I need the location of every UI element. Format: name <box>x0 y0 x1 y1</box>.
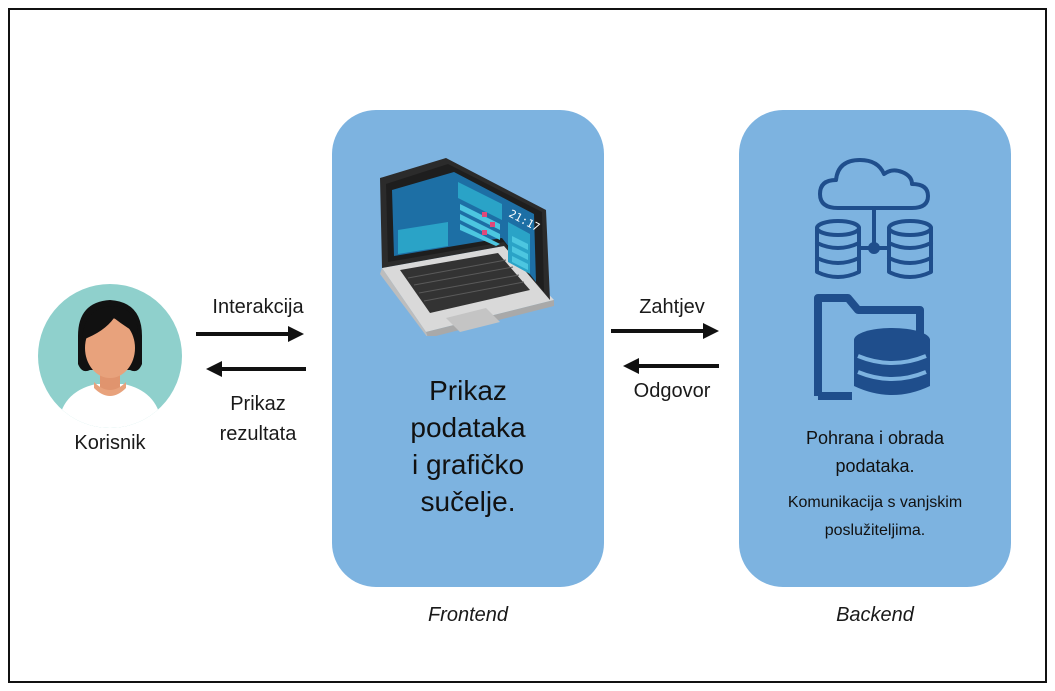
result-arrow <box>206 359 306 379</box>
cloud-database-icon <box>808 148 942 284</box>
request-label: Zahtjev <box>639 296 705 318</box>
backend-communication-text: Komunikacija s vanjskim poslužiteljima. <box>739 489 1011 545</box>
backend-communication-line2: poslužiteljima. <box>824 522 926 539</box>
user-avatar-icon <box>38 284 182 428</box>
request-arrow <box>611 321 721 341</box>
frontend-description-line1: Prikaz <box>429 375 507 406</box>
backend-storage-line1: Pohrana i obrada <box>805 428 945 448</box>
frontend-caption: Frontend <box>427 604 509 626</box>
frontend-description-line3: i grafičko <box>411 449 525 480</box>
result-label-line2: rezultata <box>219 423 297 445</box>
backend-communication-line1: Komunikacija s vanjskim <box>787 494 963 511</box>
interaction-arrow <box>196 324 306 344</box>
backend-caption: Backend <box>836 604 914 626</box>
backend-storage-line2: podataka. <box>835 456 915 476</box>
backend-storage-text: Pohrana i obrada podataka. <box>739 424 1011 480</box>
result-label: Prikaz rezultata <box>198 389 318 449</box>
response-label: Odgovor <box>633 380 711 402</box>
folder-database-icon <box>812 292 936 404</box>
frontend-description-line2: podataka <box>410 412 526 443</box>
interaction-label: Interakcija <box>212 296 304 318</box>
frontend-description-line4: sučelje. <box>420 486 516 517</box>
user-label: Korisnik <box>74 432 146 454</box>
laptop-icon: 21:17 <box>378 150 554 336</box>
frontend-description: Prikaz podataka i grafičko sučelje. <box>332 372 604 520</box>
response-arrow <box>623 356 719 376</box>
result-label-line1: Prikaz <box>230 393 286 415</box>
